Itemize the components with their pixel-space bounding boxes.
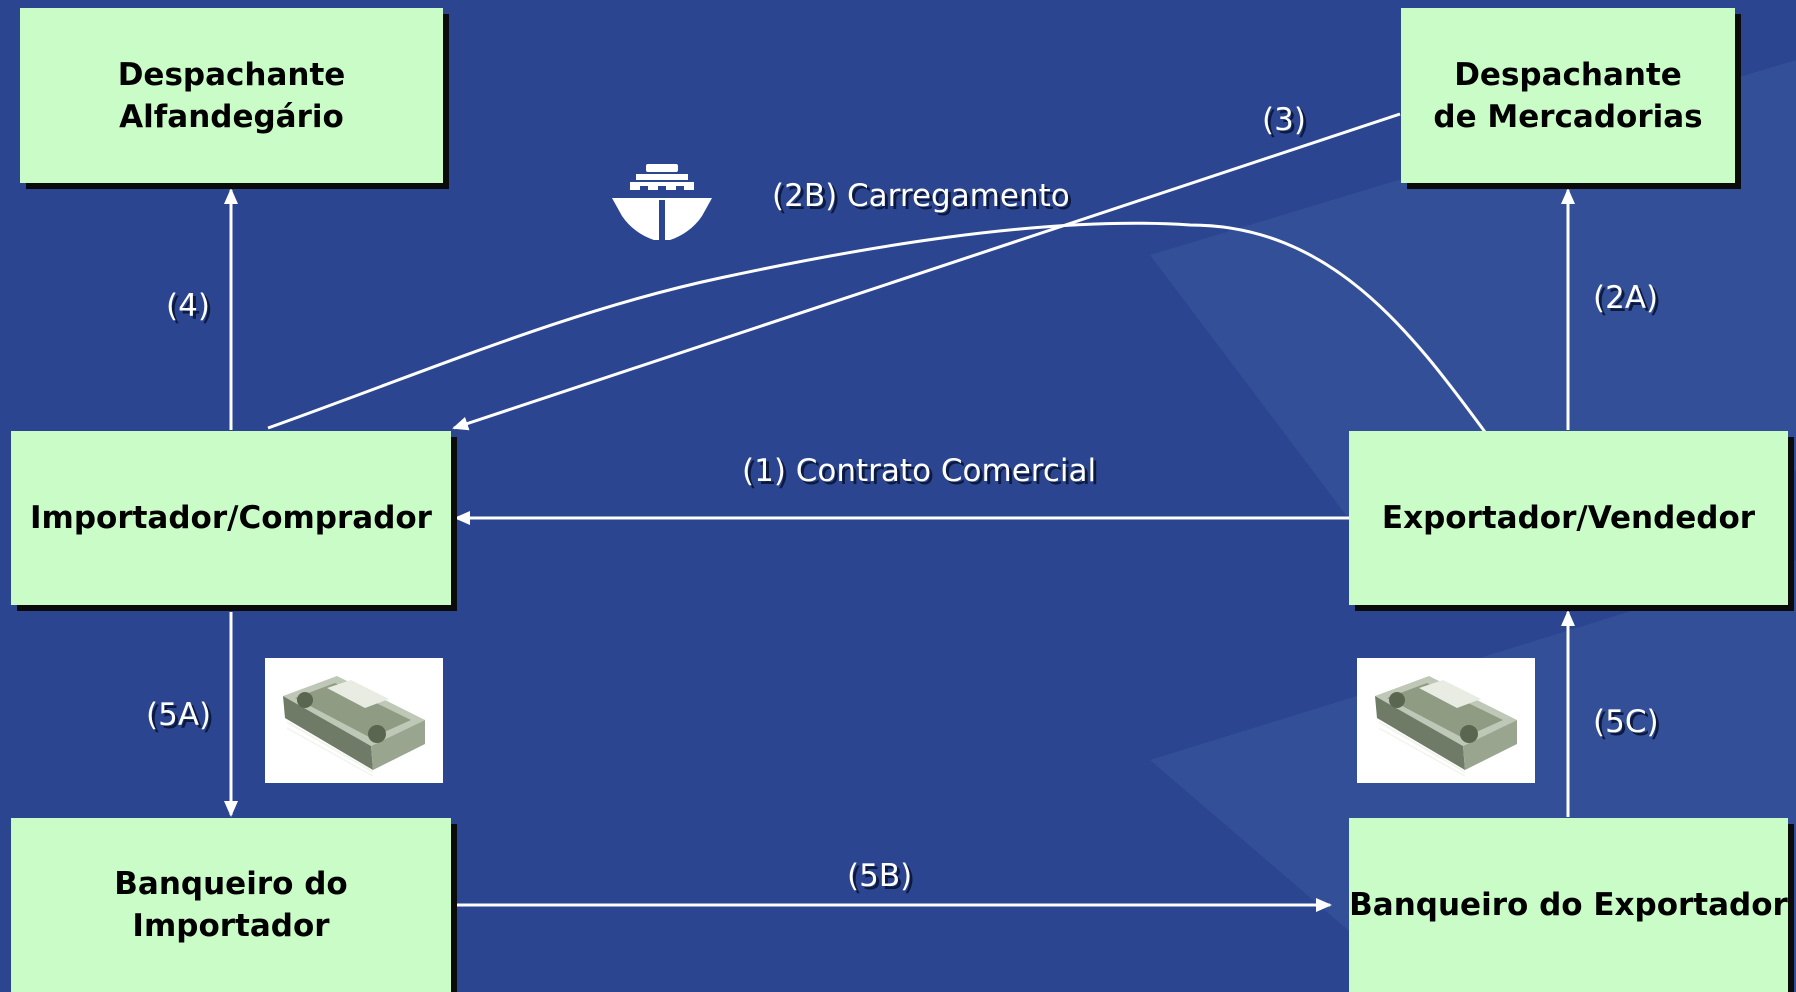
node-label: Banqueiro do Importador [114, 866, 348, 944]
curve-2b [267, 221, 1487, 433]
arrow-3 [452, 112, 1401, 431]
node-despachante-alfandegario: Despachante Alfandegário [20, 8, 443, 183]
node-label: Banqueiro do Exportador [1349, 887, 1788, 923]
ship-icon [612, 164, 712, 240]
label-edge-3: (3) [1262, 102, 1306, 138]
label-edge-4: (4) [166, 288, 210, 324]
node-despachante-mercadorias: Despachante de Mercadorias [1401, 8, 1735, 183]
label-edge-2a: (2A) [1593, 280, 1659, 316]
money-stack-icon-right [1357, 658, 1535, 783]
label-edge-5c: (5C) [1593, 704, 1659, 740]
node-banqueiro-importador: Banqueiro do Importador [11, 818, 451, 992]
node-label: Exportador/Vendedor [1381, 500, 1756, 536]
money-stack-icon-left [265, 658, 443, 783]
label-edge-5b: (5B) [847, 858, 913, 894]
node-label: Despachante de Mercadorias [1433, 56, 1703, 135]
node-exportador: Exportador/Vendedor [1349, 431, 1788, 605]
node-banqueiro-exportador: Banqueiro do Exportador [1349, 818, 1788, 992]
node-label: Despachante Alfandegário [117, 56, 346, 135]
node-label: Importador/Comprador [30, 500, 432, 536]
node-importador: Importador/Comprador [11, 431, 451, 605]
label-edge-5a: (5A) [146, 697, 212, 733]
label-edge-2b: (2B) Carregamento [772, 178, 1070, 214]
label-edge-1: (1) Contrato Comercial [742, 453, 1097, 489]
